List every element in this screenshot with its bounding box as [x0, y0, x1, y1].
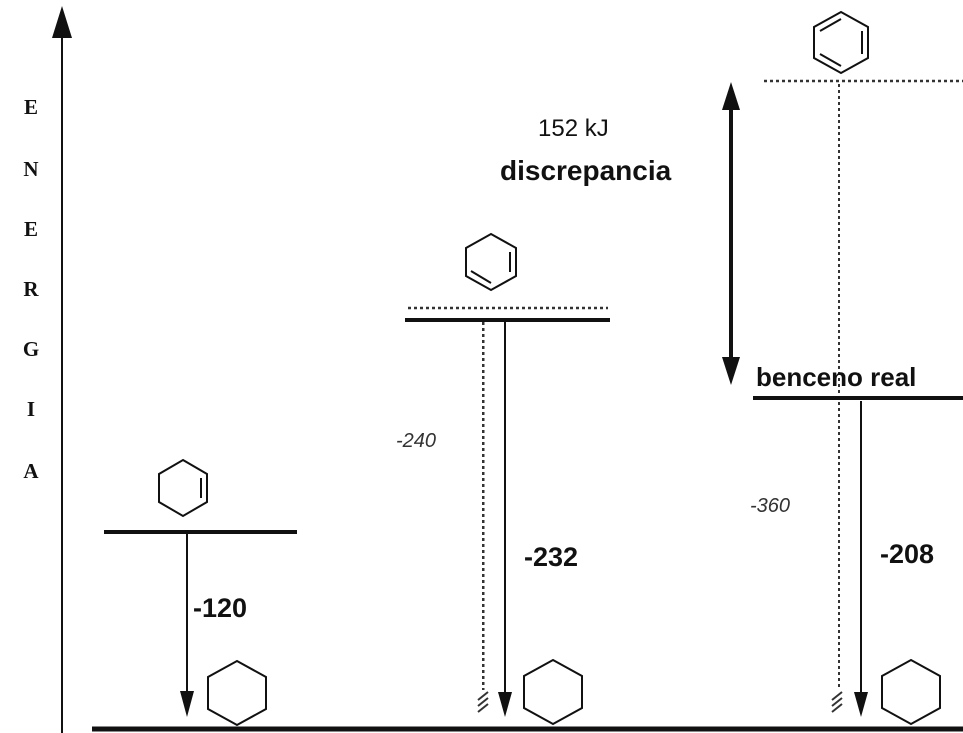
axis-letter-n: N	[23, 157, 38, 181]
column-cyclohexadiene: -240 -232	[396, 232, 610, 726]
cyclohexene-icon	[158, 458, 208, 518]
hatch-benzene	[831, 691, 843, 713]
value-cyclohexene: -120	[193, 593, 247, 623]
axis-letter-e: E	[24, 95, 38, 119]
discrepancy-label: discrepancia	[500, 155, 672, 186]
axis-letter-i: I	[27, 397, 35, 421]
axis-letter-g: G	[23, 337, 39, 361]
theoretical-value-cyclohexadiene: -240	[396, 430, 436, 452]
arrowhead-cyclohexadiene	[498, 692, 512, 717]
axis-letter-a: A	[23, 459, 39, 483]
value-cyclohexadiene: -232	[524, 542, 578, 572]
cyclohexatriene-icon	[813, 10, 869, 75]
cyclohexane-icon	[523, 658, 583, 726]
arrowhead-real-benzene	[854, 692, 868, 717]
axis-letter-r: R	[23, 277, 39, 301]
cyclohexane-icon	[881, 658, 941, 726]
energy-axis-arrowhead	[52, 6, 72, 38]
discrepancy-arrowhead-down	[722, 357, 740, 385]
real-benzene-label: benceno real	[756, 362, 916, 392]
column-benzene: -360 152 kJ discrepancia benceno real -2…	[500, 10, 963, 726]
arrowhead-cyclohexene	[180, 691, 194, 717]
axis-letter-e2: E	[24, 217, 38, 241]
column-cyclohexene: -120	[104, 458, 297, 727]
discrepancy-arrowhead-up	[722, 82, 740, 110]
cyclohexane-icon	[207, 659, 267, 727]
axis-label: E N E R G I A	[23, 95, 40, 483]
theoretical-value-benzene: -360	[750, 495, 790, 517]
hatch-cyclohexadiene	[477, 691, 489, 713]
cyclohexadiene-icon	[465, 232, 517, 292]
value-real-benzene: -208	[880, 539, 934, 569]
discrepancy-energy: 152 kJ	[538, 115, 609, 142]
